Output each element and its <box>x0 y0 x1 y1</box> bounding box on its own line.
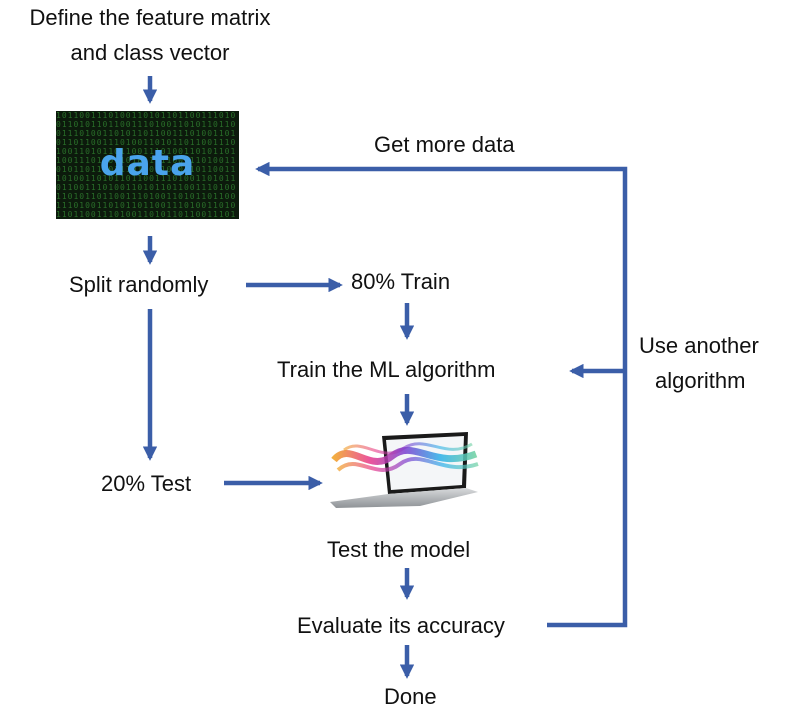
data-word: data <box>99 143 196 184</box>
evaluate-accuracy-label: Evaluate its accuracy <box>297 613 505 638</box>
use-another-label: Use another <box>639 333 759 358</box>
class-vector-label: and class vector <box>70 40 230 65</box>
define-feature-matrix-label: Define the feature matrix <box>29 5 271 30</box>
train-algorithm-label: Train the ML algorithm <box>277 357 496 382</box>
test-share-label: 20% Test <box>101 471 192 496</box>
get-more-data-label: Get more data <box>374 132 515 157</box>
split-randomly-label: Split randomly <box>69 272 209 297</box>
train-share-label: 80% Train <box>351 269 451 294</box>
test-model-label: Test the model <box>327 537 471 562</box>
laptop-colorful-wave-icon <box>330 432 479 508</box>
algorithm-label: algorithm <box>655 368 746 393</box>
done-label: Done <box>384 684 437 709</box>
feedback-loop-line <box>255 161 628 628</box>
matrix-data-icon: 1011001110100110101101100111010011010110… <box>56 111 239 219</box>
